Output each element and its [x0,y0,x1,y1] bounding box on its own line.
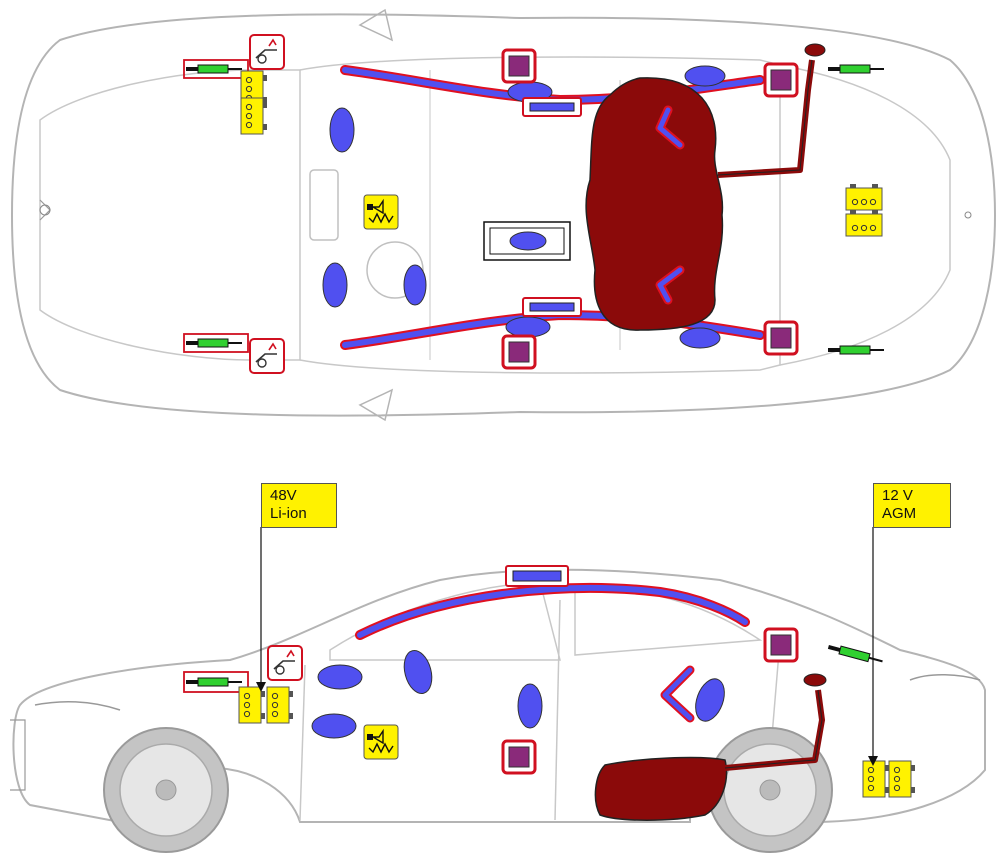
curtain-gas-generator-right [522,297,582,317]
battery-48v-voltage: 48V [270,487,297,504]
tensioner-warning-frame-side [183,671,249,693]
fuel-tank-side [594,756,728,821]
battery-12v-voltage: 12 V [882,487,913,504]
fuel-tank-icon [585,77,724,331]
car-side-body-outline [12,568,986,824]
airbag-icon-side [311,649,725,739]
airbag-icon [322,65,726,349]
pedestrian-protection-icon-side [267,645,303,681]
battery-icon-12v [862,760,916,798]
curtain-gas-generator-left [522,97,582,117]
rear-wheel [707,727,833,853]
fuel-filler-cap [804,43,826,57]
callout-leader-12v [868,527,878,766]
belt-force-limiter-icon-side [363,724,399,760]
curtain-gas-generator-side [505,565,569,587]
battery-12v-type: AGM [882,505,917,522]
center-airbag [483,221,571,261]
battery-48v-type: Li-ion [270,505,307,522]
battery-48v-callout: 48V Li-ion [261,483,337,528]
tensioner-warning-frame [183,59,249,79]
belt-force-limiter-icon [363,194,399,230]
front-wheel [103,727,229,853]
tensioner-warning-frame-2 [183,333,249,353]
callout-leader-48v [256,527,266,692]
car-side-view [10,527,986,853]
battery-12v-callout: 12 V AGM [873,483,951,528]
car-top-view [10,8,997,422]
